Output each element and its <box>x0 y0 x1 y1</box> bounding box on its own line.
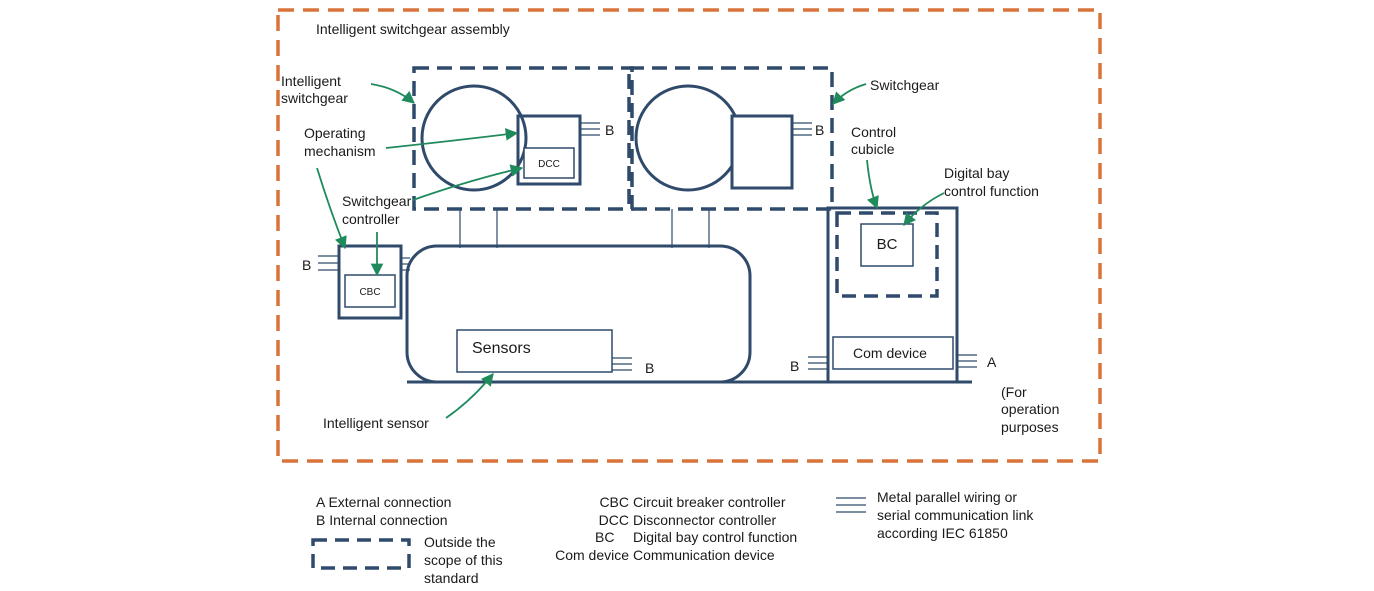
cbc-housing <box>337 244 403 320</box>
cbc-label: CBC <box>359 287 380 298</box>
sensor-connections <box>459 209 710 248</box>
digital-bay-label-2: control function <box>944 183 1039 199</box>
legend-code-dcc: DCC <box>599 512 629 528</box>
arrow-intelligent-sensor <box>445 373 494 419</box>
dcc-label: DCC <box>538 159 560 170</box>
switchgear-label: Switchgear <box>870 77 940 93</box>
com-device-block <box>832 336 954 370</box>
legend-wiring-symbol <box>836 497 866 513</box>
for-operation-label-1: (For <box>1001 384 1027 400</box>
tag-b-cbc: B <box>302 257 311 273</box>
tag-b-sensors: B <box>645 360 654 376</box>
legend-text-com: Communication device <box>633 547 775 563</box>
assembly-label: Intelligent switchgear assembly <box>316 21 510 37</box>
legend-scope-1: Outside the <box>424 534 496 550</box>
legend-wiring-2: serial communication link <box>877 507 1034 523</box>
legend-code-bc: BC <box>595 529 614 545</box>
arrow-intelligent-switchgear <box>370 83 415 104</box>
for-operation-label-2: operation <box>1001 401 1059 417</box>
legend-b-line: B Internal connection <box>316 512 448 528</box>
intelligent-switchgear-label-1: Intelligent <box>281 73 341 89</box>
arrow-switchgear-controller-dcc <box>412 164 524 201</box>
control-cubicle-label-2: cubicle <box>851 141 895 157</box>
legend-text-dcc: Disconnector controller <box>633 512 777 528</box>
operating-mechanism-label-2: mechanism <box>304 143 376 159</box>
tag-b-dcc: B <box>605 122 614 138</box>
legend-wiring-3: according IEC 61850 <box>877 525 1008 541</box>
assembly-boundary <box>276 8 1102 463</box>
wiring-cbc-right <box>401 257 410 271</box>
wiring-sensors <box>612 357 632 371</box>
arrow-operating-mechanism <box>385 128 519 149</box>
wiring-switchgear2 <box>792 122 812 136</box>
legend-scope-symbol <box>311 538 411 570</box>
legend-scope-2: scope of this <box>424 552 503 568</box>
cbc-block <box>344 274 396 308</box>
control-cubicle-label-1: Control <box>851 124 896 140</box>
legend-scope-3: standard <box>424 570 478 586</box>
arrow-operating-mechanism-cbc <box>316 167 347 250</box>
tag-b-switchgear2: B <box>815 122 824 138</box>
circuit-breaker-2 <box>634 84 742 192</box>
for-operation-label-3: purposes <box>1001 419 1059 435</box>
annotation-arrows <box>316 83 945 419</box>
operating-mechanism-label-1: Operating <box>304 125 365 141</box>
digital-bay-label-1: Digital bay <box>944 165 1009 181</box>
arrow-switchgear <box>832 83 867 105</box>
circuit-breaker-1 <box>420 84 528 192</box>
operating-mechanism-2 <box>730 114 794 190</box>
intelligent-switchgear-label-2: switchgear <box>281 90 348 106</box>
wiring-com-left <box>808 356 828 370</box>
intelligent-sensor-label: Intelligent sensor <box>323 415 429 431</box>
legend-code-com: Com device <box>555 547 629 563</box>
switchgear-boundary <box>627 66 834 211</box>
wiring-dcc <box>580 122 600 136</box>
bc-label: BC <box>877 236 898 253</box>
legend-text-cbc: Circuit breaker controller <box>633 494 786 510</box>
switchgear-controller-label-2: controller <box>342 211 400 227</box>
digital-bay-boundary <box>835 211 939 298</box>
dcc-block <box>523 147 575 179</box>
legend-wiring-1: Metal parallel wiring or <box>877 489 1017 505</box>
legend-code-cbc: CBC <box>599 494 629 510</box>
com-device-label: Com device <box>853 345 927 361</box>
arrow-digital-bay <box>903 192 945 226</box>
control-cubicle <box>826 206 959 384</box>
legend-a-line: A External connection <box>316 494 451 510</box>
intelligent-switchgear-boundary <box>412 66 634 211</box>
switchgear-controller-label-1: Switchgear <box>342 193 412 209</box>
legend-text-bc: Digital bay control function <box>633 529 797 545</box>
sensors-block <box>456 329 613 373</box>
wiring-cbc-left <box>318 255 339 271</box>
dcc-housing <box>516 114 582 186</box>
sensors-label: Sensors <box>472 340 531 357</box>
wiring-com-right <box>957 354 977 368</box>
arrow-control-cubicle <box>866 159 879 210</box>
tag-b-com: B <box>790 358 799 374</box>
bc-block <box>860 223 914 267</box>
tag-a-com: A <box>987 354 997 370</box>
